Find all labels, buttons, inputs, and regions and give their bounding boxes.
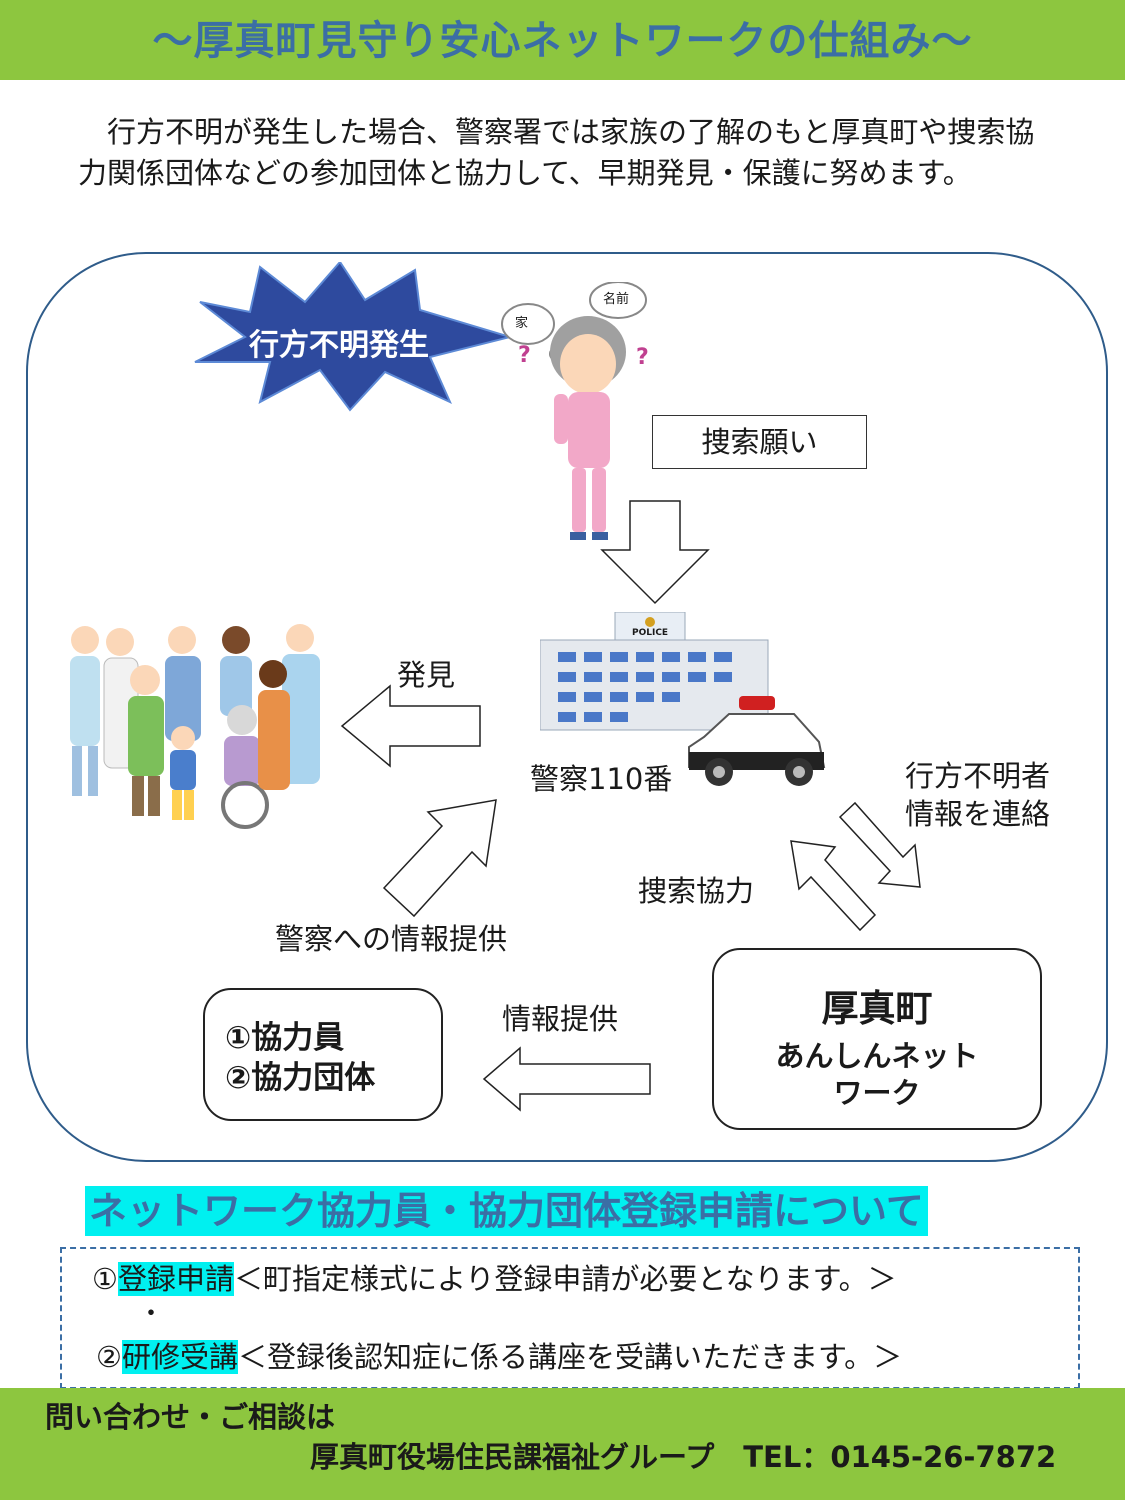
member-item-organization: ②協力団体 <box>225 1060 376 1096</box>
svg-text:?: ? <box>636 345 649 370</box>
town-title: 厚真町 <box>821 987 933 1030</box>
member-item-volunteer: ①協力員 <box>225 1020 345 1056</box>
police-110-label: 警察110番 <box>530 762 673 796</box>
thought-home: 家 <box>515 316 529 331</box>
svg-text:?: ? <box>518 343 531 368</box>
search-request-box: 捜索願い <box>652 415 867 469</box>
found-label: 発見 <box>397 658 456 692</box>
intro-text: 行方不明が発生した場合、警察署では家族の了解のもと厚真町や捜索協力関係団体などの… <box>78 115 1035 190</box>
item-term: 登録申請 <box>118 1262 235 1296</box>
diagram-frame <box>26 252 1108 1162</box>
item-desc: ＜登録後認知症に係る講座を受講いただきます。＞ <box>238 1340 903 1374</box>
contact-question: 問い合わせ・ご相談は <box>45 1400 336 1434</box>
item-desc: ＜町指定様式により登録申請が必要となります。＞ <box>234 1262 897 1296</box>
contact-info: 厚真町役場住民課福祉グループ TEL：0145-26-7872 <box>310 1440 1057 1474</box>
registration-item-1: ①登録申請＜町指定様式により登録申請が必要となります。＞ <box>92 1256 897 1298</box>
bullet-dot: ・ <box>138 1299 165 1329</box>
page-title: 〜厚真町見守り安心ネットワークの仕組み〜 <box>152 18 973 64</box>
town-subtitle: あんしんネット ワーク <box>775 1039 979 1110</box>
thought-name: 名前 <box>603 292 630 307</box>
up-left-arrow <box>790 840 877 932</box>
town-network-box: 厚真町 あんしんネット ワーク <box>712 948 1042 1130</box>
police-car-illustration <box>688 696 826 786</box>
left-arrow-info <box>482 1046 651 1112</box>
item-number: ① <box>92 1262 118 1296</box>
community-members-illustration <box>70 624 320 829</box>
left-arrow-found <box>340 684 481 768</box>
registration-heading: ネットワーク協力員・協力団体登録申請について <box>85 1186 928 1236</box>
item-number: ② <box>96 1340 122 1374</box>
burst-label: 行方不明発生 <box>249 328 429 363</box>
item-term: 研修受講 <box>122 1340 239 1374</box>
top-banner <box>0 0 1125 80</box>
info-to-police-label: 警察への情報提供 <box>275 922 508 956</box>
bottom-banner <box>0 1388 1125 1500</box>
down-right-arrow <box>838 801 921 888</box>
members-box: ①協力員 ②協力団体 <box>203 988 443 1121</box>
burst-shape <box>194 262 514 412</box>
registration-item-2: ②研修受講＜登録後認知症に係る講座を受講いただきます。＞ <box>96 1334 902 1376</box>
elderly-person-illustration: ? ? <box>501 282 649 540</box>
down-arrow <box>600 500 710 605</box>
police-sign: POLICE <box>632 628 669 638</box>
up-right-arrow <box>382 799 497 918</box>
info-provide-label: 情報提供 <box>502 1002 619 1036</box>
missing-info-label: 行方不明者 情報を連絡 <box>905 759 1051 831</box>
search-coop-label: 捜索協力 <box>638 874 755 908</box>
